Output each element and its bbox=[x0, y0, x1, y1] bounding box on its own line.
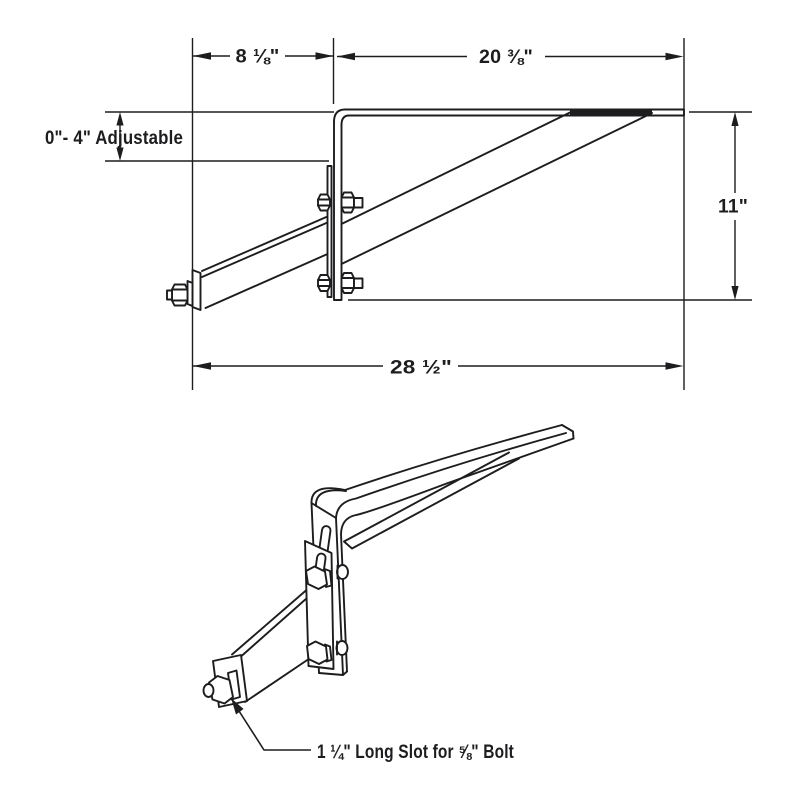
side-view: 8 ⅛" 20 ⅜" 0"- 4" Adjustable 11" 28 ½" bbox=[45, 38, 752, 390]
bolt-head bbox=[340, 272, 355, 294]
slot-note-label: 1 ¼" Long Slot for ⅝" Bolt bbox=[317, 741, 514, 763]
arrow-left-icon bbox=[193, 362, 211, 370]
arm-end-plate bbox=[191, 269, 202, 311]
end-bolt-tip bbox=[202, 683, 215, 698]
extension-lines bbox=[191, 38, 685, 390]
vertical-leg bbox=[333, 121, 343, 301]
brace-weld-strip bbox=[570, 109, 652, 115]
leader-arrow-icon bbox=[231, 698, 244, 715]
adjustable-arm-tube bbox=[231, 589, 309, 703]
arm-top-front-edge bbox=[335, 432, 567, 676]
arrow-down-icon bbox=[731, 286, 739, 300]
mounting-plate bbox=[326, 165, 333, 298]
end-bolt-nut bbox=[208, 675, 234, 705]
arrow-right-icon bbox=[665, 52, 684, 61]
thread-tip bbox=[335, 640, 349, 656]
dimension-arm-length bbox=[337, 52, 684, 61]
bolt-thread-tip bbox=[353, 277, 364, 289]
upper-bolt-thread-tip bbox=[336, 564, 349, 580]
end-bolt-nut bbox=[171, 283, 189, 307]
bend-inner-curve bbox=[315, 489, 347, 507]
arrow-left-icon bbox=[193, 52, 211, 60]
bolt-head-facets bbox=[340, 196, 355, 209]
end-bolt-tip bbox=[166, 289, 173, 301]
dimension-overall bbox=[193, 362, 684, 370]
diagonal-brace bbox=[343, 451, 520, 550]
lower-plate-bolt bbox=[317, 272, 364, 294]
arrow-left-icon bbox=[337, 52, 355, 61]
upper-plate-bolt bbox=[317, 191, 364, 214]
iso-view: 1 ¼" Long Slot for ⅝" Bolt bbox=[202, 424, 575, 763]
dimension-height bbox=[348, 111, 752, 301]
bend-outer-curve bbox=[333, 108, 346, 123]
dim-label-overall: 28 ½" bbox=[390, 357, 452, 379]
end-bolt-nut-facets bbox=[171, 288, 189, 302]
bolt-nut-facets bbox=[317, 279, 331, 287]
upper-bolt-head bbox=[305, 565, 328, 590]
arm-bottom-front-edge bbox=[340, 437, 575, 673]
bolt-thread-tip bbox=[353, 197, 364, 209]
bolt-nut-facets bbox=[317, 198, 331, 207]
arm-tip-end bbox=[561, 424, 575, 440]
lower-bolt-head bbox=[306, 640, 329, 665]
arrow-right-icon bbox=[665, 362, 684, 370]
lower-bolt-thread-tip bbox=[335, 640, 349, 656]
dim-label-adjustable: 0"- 4" Adjustable bbox=[45, 127, 183, 149]
bolt-head bbox=[340, 191, 355, 214]
diagonal-brace-edge-upper bbox=[340, 110, 574, 225]
arrow-up-icon bbox=[116, 112, 124, 126]
dimension-back-offset bbox=[193, 52, 334, 60]
adjustable-arm-tube bbox=[201, 215, 329, 309]
dim-label-height: 11" bbox=[718, 196, 748, 218]
bolt-head-facets bbox=[340, 277, 355, 289]
dimension-adjustable bbox=[105, 111, 334, 162]
leg-bottom-cap bbox=[318, 670, 348, 676]
bolt-nut bbox=[317, 274, 331, 292]
bend-inner-curve bbox=[340, 114, 350, 126]
bolt-nut bbox=[317, 193, 331, 212]
leader-line bbox=[238, 710, 311, 751]
dim-label-back-offset: 8 ⅛" bbox=[236, 46, 280, 68]
arrow-up-icon bbox=[731, 112, 739, 126]
bracket-iso-body bbox=[202, 424, 575, 708]
slot-annotation: 1 ¼" Long Slot for ⅝" Bolt bbox=[231, 698, 514, 763]
dim-label-arm-length: 20 ⅜" bbox=[479, 46, 533, 68]
bracket-side-body bbox=[166, 108, 685, 311]
arrow-down-icon bbox=[116, 147, 124, 161]
diagonal-brace-edge-lower bbox=[340, 112, 653, 265]
thread-tip bbox=[336, 564, 349, 580]
arm-top-back-edge bbox=[310, 424, 563, 674]
arrow-right-icon bbox=[315, 52, 334, 60]
